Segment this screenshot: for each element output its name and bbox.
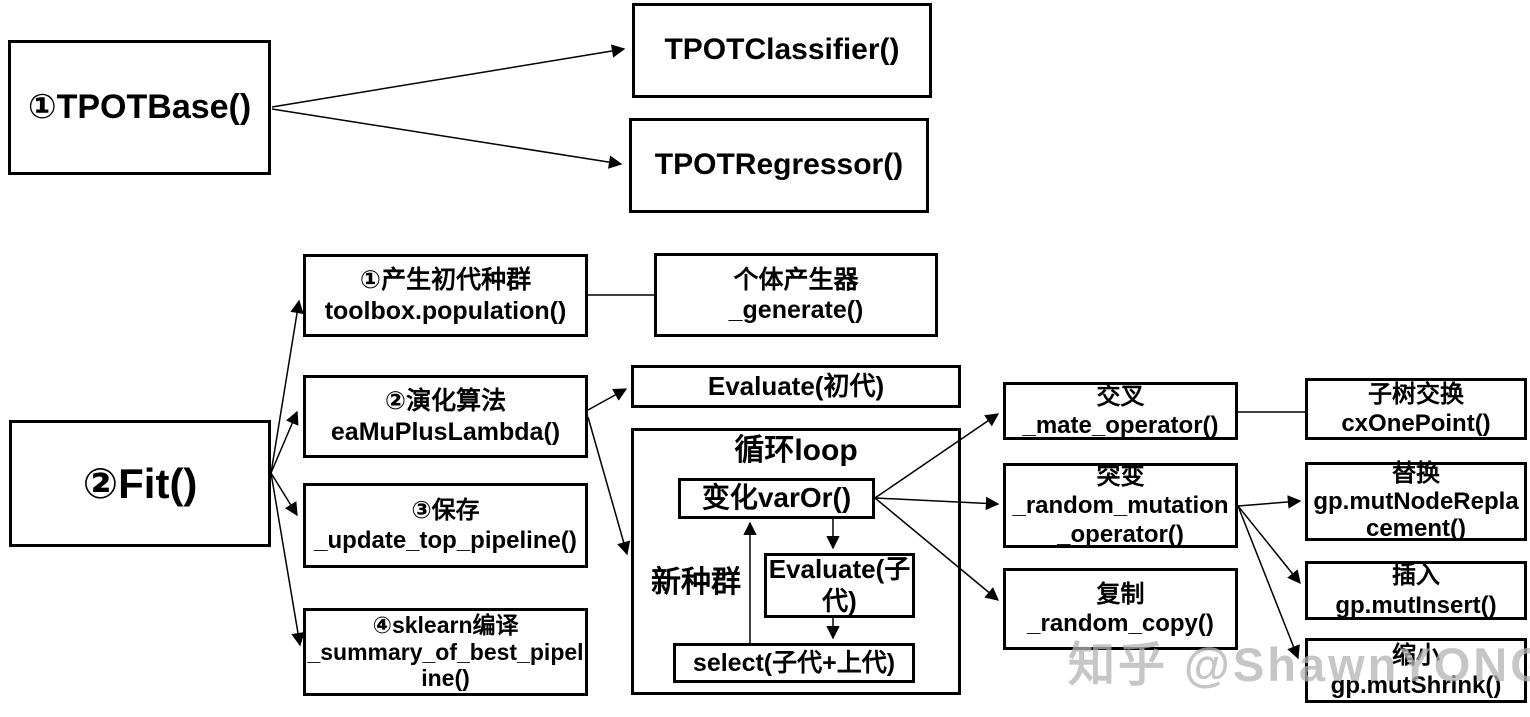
arrow-mutation-to-shrink [1237,505,1300,660]
node-mate-code: _mate_operator() [1022,412,1219,439]
node-sklearn-title: ④sklearn编译 [372,612,519,639]
node-tpotclassifier-label: TPOTClassifier() [664,33,900,67]
node-generator-title: 个体产生器 [733,265,859,294]
arrow-fit-to-sklearn [270,472,305,647]
node-random-copy: 复制 _random_copy() [1003,568,1238,650]
node-crossover-mate-operator: 交叉 _mate_operator() [1003,382,1238,440]
node-copy-title: 复制 [1096,580,1145,608]
arrow-evolution-to-evaluate-initial [587,388,628,411]
node-tpotregressor-label: TPOTRegressor() [654,148,904,182]
node-evaluate-initial-label: Evaluate(初代) [707,370,885,401]
node-replace-mutnodereplacement: 替换 gp.mutNodeReplacement() [1305,460,1527,543]
arrow-evolution-to-loop [587,416,631,556]
arrow-mutation-to-insert [1237,505,1301,585]
node-shrink-code: gp.mutShrink() [1330,671,1502,699]
node-evolution-code: eaMuPlusLambda() [330,417,561,446]
node-fit-label: ②Fit() [82,459,198,507]
node-save-code: _update_top_pipeline() [314,526,577,554]
arrow-fit-to-save [270,472,298,517]
node-subtree-swap: 子树交换 cxOnePoint() [1305,378,1527,440]
node-tpotclassifier: TPOTClassifier() [632,3,932,98]
arrow-fit-to-evolution [270,410,299,474]
node-varor-label: 变化varOr() [701,482,852,514]
node-save-pipeline: ③保存 _update_top_pipeline() [303,483,588,568]
node-shrink-title: 缩小 [1392,642,1440,670]
node-insert-title: 插入 [1392,562,1440,590]
node-evaluate-initial: Evaluate(初代) [631,365,961,408]
arrow-tpotbase-to-regressor [271,108,623,169]
node-insert-mutinsert: 插入 gp.mutInsert() [1305,561,1527,620]
node-generator-code: _generate() [728,296,864,324]
node-mate-title: 交叉 [1096,382,1145,410]
node-tpotregressor: TPOTRegressor() [629,118,929,213]
node-population-code: toolbox.population() [324,296,567,325]
arrow-mutation-to-replace [1237,495,1302,509]
arrow-tpotbase-to-classifier [271,44,626,108]
node-insert-code: gp.mutInsert() [1335,591,1497,619]
node-replace-code: gp.mutNodeReplacement() [1313,487,1519,543]
node-individual-generator: 个体产生器 _generate() [654,253,938,337]
new-population-label: 新种群 [651,566,741,599]
node-copy-code: _random_copy() [1027,610,1214,637]
node-tpotbase-label: ①TPOTBase() [27,87,252,126]
node-random-mutation-operator: 突变 _random_mutation_operator() [1003,463,1238,548]
node-replace-title: 替换 [1392,460,1440,488]
node-shrink-mutshrink: 缩小 gp.mutShrink() [1305,638,1527,703]
loop-title: 循环loop [734,434,858,467]
node-tpotbase: ①TPOTBase() [8,40,271,175]
node-evolution-title: ②演化算法 [384,387,507,415]
node-population-title: ①产生初代种群 [359,266,532,294]
node-evaluate-offspring-label: Evaluate(子代) [768,553,911,616]
arrow-fit-to-population [270,299,304,474]
node-mutation-code: _random_mutation_operator() [1012,491,1229,549]
node-evaluate-offspring: Evaluate(子代) [764,553,915,618]
node-select-label: select(子代+上代) [692,648,896,677]
node-evolution-algorithm: ②演化算法 eaMuPlusLambda() [303,375,588,458]
node-mutation-title: 突变 [1096,462,1145,490]
node-subtree-swap-code: cxOnePoint() [1341,410,1491,437]
node-varor: 变化varOr() [678,478,875,519]
node-select: select(子代+上代) [673,643,915,683]
node-sklearn-code: _summary_of_best_pipeline() [307,638,584,692]
node-generate-initial-population: ①产生初代种群 toolbox.population() [303,254,588,337]
node-subtree-swap-title: 子树交换 [1368,380,1464,408]
node-sklearn-compile: ④sklearn编译 _summary_of_best_pipeline() [303,608,588,696]
node-fit: ②Fit() [9,420,271,547]
node-save-title: ③保存 [411,497,480,525]
